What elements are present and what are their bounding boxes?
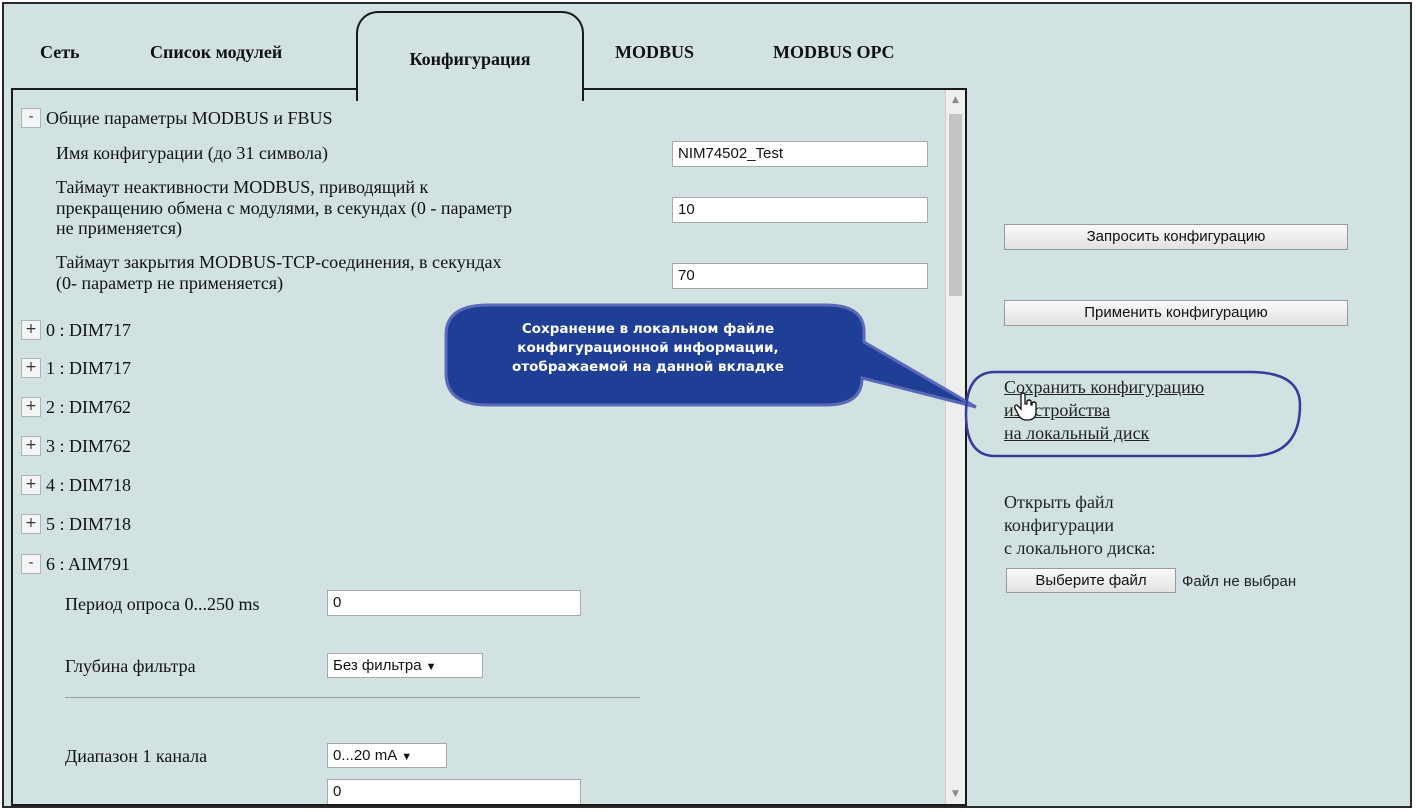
poll-period-input[interactable]: 0 bbox=[327, 590, 581, 616]
channel-1-range-select[interactable]: 0...20 mA▼ bbox=[327, 743, 447, 768]
modbus-timeout-label-line3: не применяется) bbox=[56, 218, 183, 238]
module-3-label[interactable]: 3 : DIM762 bbox=[46, 436, 131, 456]
request-config-button[interactable]: Запросить конфигурацию bbox=[1004, 224, 1348, 250]
tcp-timeout-label-line2: (0- параметр не применяется) bbox=[56, 273, 284, 293]
scroll-up-arrow-icon[interactable]: ▲ bbox=[952, 95, 959, 105]
open-file-label-line3: с локального диска: bbox=[1004, 538, 1156, 558]
scroll-down-arrow-icon[interactable]: ▼ bbox=[952, 789, 959, 799]
tab-modbus[interactable]: MODBUS bbox=[615, 42, 695, 62]
section-divider bbox=[65, 697, 640, 698]
modbus-timeout-label-line2: прекращению обмена с модулями, в секунда… bbox=[56, 198, 512, 218]
filter-depth-value: Без фильтра bbox=[333, 657, 422, 674]
module-1-label[interactable]: 1 : DIM717 bbox=[46, 358, 131, 378]
modbus-timeout-input[interactable]: 10 bbox=[672, 197, 928, 223]
channel-1-range-label: Диапазон 1 канала bbox=[65, 746, 208, 766]
tab-bar: Сеть Список модулей MODBUS MODBUS OPC bbox=[4, 4, 1410, 90]
collapse-module-6-toggle[interactable]: - bbox=[21, 554, 41, 574]
tcp-timeout-label-line1: Таймаут закрытия MODBUS-TCP-соединения, … bbox=[56, 252, 502, 272]
collapse-general-toggle[interactable]: - bbox=[21, 108, 41, 128]
scroll-thumb[interactable] bbox=[949, 114, 962, 296]
tab-network[interactable]: Сеть bbox=[40, 42, 80, 62]
open-file-label-line1: Открыть файл bbox=[1004, 492, 1114, 512]
save-config-link-line3[interactable]: на локальный диск bbox=[1004, 423, 1150, 443]
module-4-label[interactable]: 4 : DIM718 bbox=[46, 475, 131, 495]
expand-module-5-toggle[interactable]: + bbox=[21, 514, 41, 534]
choose-file-button[interactable]: Выберите файл bbox=[1006, 568, 1176, 593]
config-name-input[interactable]: NIM74502_Test bbox=[672, 141, 928, 167]
tree-scrollbar[interactable]: ▲ ▼ bbox=[945, 90, 965, 804]
configuration-tree-panel: - Общие параметры MODBUS и FBUS Имя конф… bbox=[11, 88, 967, 806]
apply-config-button[interactable]: Применить конфигурацию bbox=[1004, 300, 1348, 326]
dropdown-arrow-icon: ▼ bbox=[401, 751, 413, 763]
tab-configuration[interactable]: Конфигурация bbox=[356, 11, 584, 101]
expand-module-3-toggle[interactable]: + bbox=[21, 436, 41, 456]
callout-line-3: отображаемой на данной вкладке bbox=[512, 359, 784, 375]
callout-line-1: Сохранение в локальном файле bbox=[521, 321, 775, 337]
tab-modules-list[interactable]: Список модулей bbox=[150, 42, 283, 62]
channel-1-extra-input[interactable]: 0 bbox=[327, 779, 581, 804]
expand-module-2-toggle[interactable]: + bbox=[21, 397, 41, 417]
expand-module-1-toggle[interactable]: + bbox=[21, 358, 41, 378]
no-file-chosen-text: Файл не выбран bbox=[1182, 573, 1297, 590]
channel-1-range-value: 0...20 mA bbox=[333, 747, 398, 764]
module-2-label[interactable]: 2 : DIM762 bbox=[46, 397, 131, 417]
poll-period-label: Период опроса 0...250 ms bbox=[65, 594, 260, 614]
open-file-label-line2: конфигурации bbox=[1004, 515, 1115, 535]
general-section-title: Общие параметры MODBUS и FBUS bbox=[46, 108, 333, 128]
config-name-label: Имя конфигурации (до 31 символа) bbox=[56, 143, 328, 163]
filter-depth-label: Глубина фильтра bbox=[65, 656, 196, 676]
module-6-label[interactable]: 6 : AIM791 bbox=[46, 554, 131, 574]
expand-module-0-toggle[interactable]: + bbox=[21, 320, 41, 340]
module-0-label[interactable]: 0 : DIM717 bbox=[46, 320, 131, 340]
tab-modbus-opc[interactable]: MODBUS OPC bbox=[773, 42, 895, 62]
callout-text: Сохранение в локальном файле конфигураци… bbox=[448, 320, 848, 377]
dropdown-arrow-icon: ▼ bbox=[425, 661, 437, 673]
hand-pointer-icon bbox=[1014, 392, 1037, 421]
tcp-timeout-input[interactable]: 70 bbox=[672, 263, 928, 289]
module-5-label[interactable]: 5 : DIM718 bbox=[46, 514, 131, 534]
filter-depth-select[interactable]: Без фильтра▼ bbox=[327, 653, 483, 678]
callout-line-2: конфигурационной информации, bbox=[517, 340, 779, 356]
modbus-timeout-label-line1: Таймаут неактивности MODBUS, приводящий … bbox=[56, 177, 429, 197]
expand-module-4-toggle[interactable]: + bbox=[21, 475, 41, 495]
